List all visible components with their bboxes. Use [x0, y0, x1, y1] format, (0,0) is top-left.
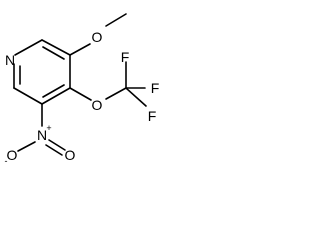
ring-bond-n-c2: [14, 39, 43, 56]
fluorine-label-bottom: F: [148, 108, 157, 124]
nitro-oxygen-double-label: O: [65, 147, 76, 163]
bond-nitro-n-o-double-a: [48, 139, 66, 151]
ring-bond-c4-c5: [41, 87, 71, 105]
molecule-drawing: N O O F F F N + O O -: [5, 13, 160, 166]
nitro-nitrogen-label: N: [37, 127, 47, 143]
ether-oxygen-label: O: [92, 97, 103, 113]
ring-bond-c4-c5-inner: [42, 84, 65, 98]
fluorine-label-right: F: [151, 80, 160, 96]
bond-c-f3: [125, 87, 147, 107]
bond-nitro-n-o-double-b: [45, 144, 63, 156]
nitro-minus-charge: -: [5, 156, 8, 166]
ring-bond-c2-c3: [41, 39, 71, 56]
structure-canvas: N O O F F F N + O O -: [0, 0, 192, 192]
nitro-oxygen-single-label: O: [7, 147, 18, 163]
ring-nitrogen-label: N: [5, 52, 15, 68]
nitro-plus-charge: +: [46, 123, 51, 133]
bond-nitro-n-o-single: [17, 141, 36, 152]
bond-c4-ether-o: [69, 87, 92, 101]
bond-methoxy-o-ch3: [105, 13, 127, 27]
fluorine-label-top: F: [121, 49, 130, 65]
ring-bond-c5-c6: [13, 87, 43, 105]
methoxy-oxygen-label: O: [92, 29, 103, 45]
bond-c3-methoxy-o: [69, 43, 91, 56]
ring-bond-c2-c3-inner: [42, 46, 65, 60]
bond-ether-o-cf3: [105, 87, 127, 100]
